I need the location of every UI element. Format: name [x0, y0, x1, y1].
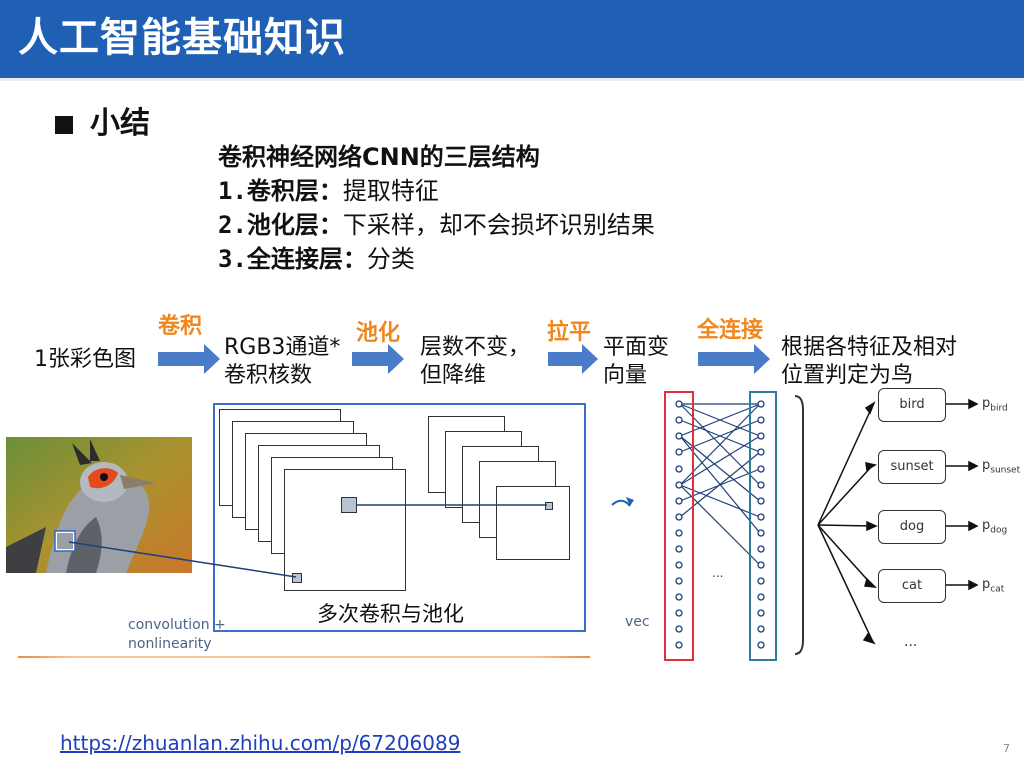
neuron-ellipsis: ... — [712, 566, 724, 580]
summary-heading: 卷积神经网络CNN的三层结构 — [218, 143, 540, 171]
kernel-square — [545, 502, 553, 510]
bird-photo — [6, 437, 192, 573]
title-bar: 人工智能基础知识 — [0, 0, 1024, 81]
flow-output-2-line2: 但降维 — [420, 363, 487, 388]
point-name: 全连接层： — [246, 245, 367, 273]
step-pooling-label: 池化 — [356, 321, 401, 346]
convolution-caption-line2: nonlinearity — [128, 636, 212, 652]
page-number: 7 — [1003, 742, 1010, 755]
summary-point-2: 2.池化层：下采样，却不会损坏识别结果 — [218, 208, 655, 242]
flow-output-1-line2: 卷积核数 — [224, 363, 313, 388]
hidden-layer-vector — [749, 391, 777, 661]
convolution-panel — [213, 403, 586, 632]
summary-point-3: 3.全连接层：分类 — [218, 242, 655, 276]
orange-divider — [18, 656, 590, 658]
prob-label-dog: pdog — [982, 518, 1008, 536]
flow-output-3: 平面变 向量 — [603, 334, 669, 390]
prob-label-bird: pbird — [982, 396, 1008, 414]
neuron-dots — [675, 400, 765, 649]
class-node-more: ... — [904, 634, 918, 650]
arrow-right-icon — [548, 344, 598, 374]
summary-point-1: 1.卷积层：提取特征 — [218, 174, 655, 208]
flattened-vector — [664, 391, 694, 661]
source-link[interactable]: https://zhuanlan.zhihu.com/p/67206089 — [60, 731, 461, 755]
flow-output-2: 层数不变， 但降维 — [420, 334, 530, 390]
point-number: 2. — [218, 211, 247, 239]
arrow-right-icon — [158, 344, 220, 374]
kernel-square — [292, 573, 302, 583]
point-desc: 分类 — [366, 245, 415, 273]
point-number: 1. — [218, 177, 247, 205]
point-desc: 提取特征 — [342, 177, 439, 205]
flow-output-1-line1: RGB3通道* — [224, 335, 341, 360]
prob-label-sunset: psunset — [982, 458, 1021, 476]
convolution-caption: convolution + nonlinearity — [128, 616, 226, 654]
point-number: 3. — [218, 245, 247, 273]
arrow-right-icon — [352, 344, 404, 374]
step-fully-connected-label: 全连接 — [697, 318, 764, 343]
flow-output-1: RGB3通道* 卷积核数 — [224, 334, 340, 390]
flow-output-2-line1: 层数不变， — [420, 335, 531, 360]
point-name: 池化层： — [246, 211, 343, 239]
arrow-right-icon — [698, 344, 770, 374]
vec-caption: vec — [625, 614, 650, 630]
summary-points: 卷积神经网络CNN的三层结构 1.卷积层：提取特征 2.池化层：下采样，却不会损… — [218, 140, 655, 276]
bullet-square-icon — [55, 116, 73, 134]
step-convolution-label: 卷积 — [158, 314, 203, 339]
class-node-dog: dog — [878, 510, 946, 544]
point-desc: 下采样，却不会损坏识别结果 — [342, 211, 655, 239]
class-node-cat: cat — [878, 569, 946, 603]
flow-output-3-line2: 向量 — [603, 363, 648, 388]
class-node-bird: bird — [878, 388, 946, 422]
step-flatten-label: 拉平 — [547, 320, 592, 345]
convolution-caption-line1: convolution + — [128, 617, 226, 633]
multi-conv-pool-label: 多次卷积与池化 — [317, 602, 464, 626]
feature-map — [284, 469, 406, 591]
page-title: 人工智能基础知识 — [18, 15, 346, 61]
flow-output-3-line1: 平面变 — [603, 335, 670, 360]
flow-output-4: 根据各特征及相对 位置判定为鸟 — [781, 334, 957, 390]
summary-title: 小结 — [90, 106, 150, 141]
prob-label-cat: pcat — [982, 577, 1005, 595]
flow-input: 1张彩色图 — [34, 347, 136, 372]
flow-output-4-line1: 根据各特征及相对 — [781, 335, 958, 360]
point-name: 卷积层： — [246, 177, 343, 205]
class-node-sunset: sunset — [878, 450, 946, 484]
flow-output-4-line2: 位置判定为鸟 — [781, 363, 914, 388]
pooled-map — [496, 486, 570, 560]
